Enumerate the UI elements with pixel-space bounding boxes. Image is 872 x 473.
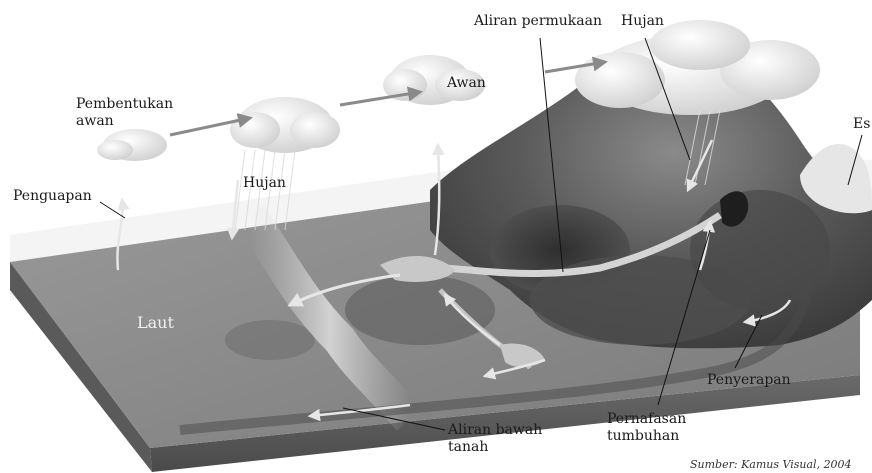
label-awan: Awan	[447, 75, 486, 92]
deep-water-shade	[345, 275, 495, 345]
label-es: Es	[853, 116, 870, 133]
label-pernafasan-tumbuhan: Pernafasan tumbuhan	[607, 411, 686, 445]
deep-water-shade-2	[225, 320, 315, 360]
label-hujan-mountain: Hujan	[621, 13, 664, 30]
label-penyerapan: Penyerapan	[707, 372, 791, 389]
label-aliran-bawah-tanah: Aliran bawah tanah	[448, 422, 542, 456]
label-laut: Laut	[137, 314, 174, 331]
cloud-left	[97, 129, 167, 161]
cloud-rain	[575, 20, 820, 115]
label-aliran-permukaan: Aliran permukaan	[474, 13, 602, 30]
label-hujan-sea: Hujan	[243, 175, 286, 192]
cloud-middle	[230, 97, 340, 153]
label-penguapan: Penguapan	[13, 188, 92, 205]
source-caption: Sumber: Kamus Visual, 2004	[690, 456, 852, 473]
label-pembentukan-awan: Pembentukan awan	[76, 96, 173, 130]
